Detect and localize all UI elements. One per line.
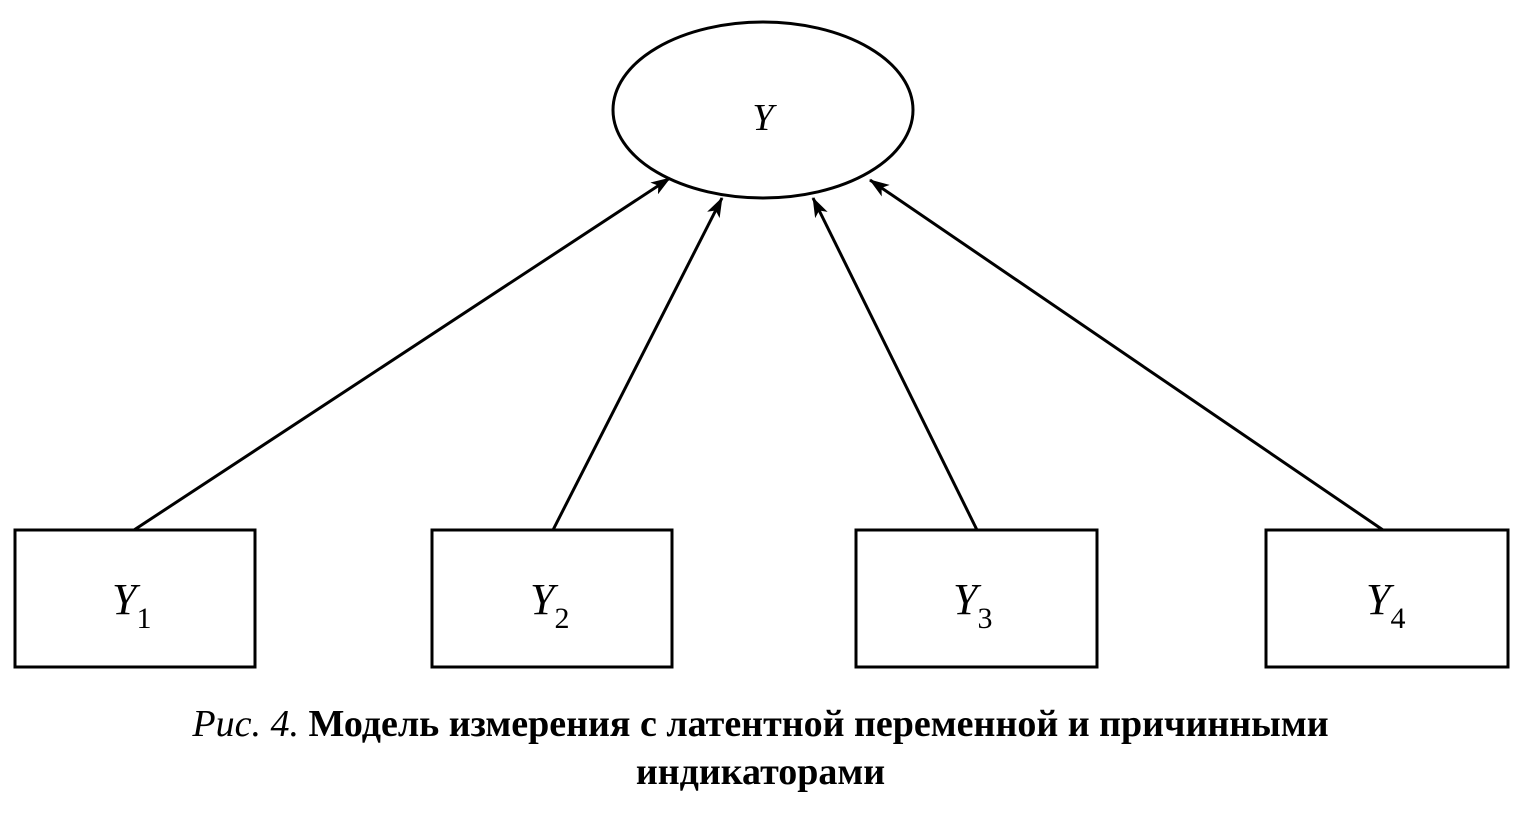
caption-prefix: Рис. 4. bbox=[192, 703, 299, 745]
indicator-node-1: Y1 bbox=[13, 528, 257, 669]
latent-variable-node: Y bbox=[611, 20, 915, 200]
caption-line-1: Рис. 4. Модель измерения с латентной пер… bbox=[0, 700, 1521, 748]
indicator-box bbox=[854, 528, 1099, 669]
latent-label: Y bbox=[752, 97, 777, 139]
caption-line-2: индикаторами bbox=[0, 748, 1521, 796]
caption-title-line-1: Модель измерения с латентной переменной … bbox=[308, 703, 1329, 745]
indicator-label: Y3 bbox=[953, 575, 992, 635]
figure-caption: Рис. 4. Модель измерения с латентной пер… bbox=[0, 700, 1521, 796]
indicator-box bbox=[13, 528, 257, 669]
indicator-label: Y4 bbox=[1366, 575, 1405, 635]
arrows bbox=[133, 176, 1384, 532]
arrow-y1-to-y bbox=[133, 176, 671, 532]
indicator-node-4: Y4 bbox=[1264, 528, 1510, 669]
indicator-node-2: Y2 bbox=[430, 528, 674, 669]
latent-ellipse bbox=[611, 20, 915, 200]
arrow-y3-to-y bbox=[811, 197, 979, 531]
arrow-y4-to-y bbox=[869, 178, 1384, 532]
indicator-label: Y1 bbox=[112, 575, 151, 635]
arrow-y2-to-y bbox=[551, 197, 724, 531]
indicator-label: Y2 bbox=[530, 575, 569, 635]
caption-title-line-2: индикаторами bbox=[635, 751, 886, 793]
indicator-box bbox=[430, 528, 674, 669]
indicator-box bbox=[1264, 528, 1510, 669]
indicator-node-3: Y3 bbox=[854, 528, 1099, 669]
